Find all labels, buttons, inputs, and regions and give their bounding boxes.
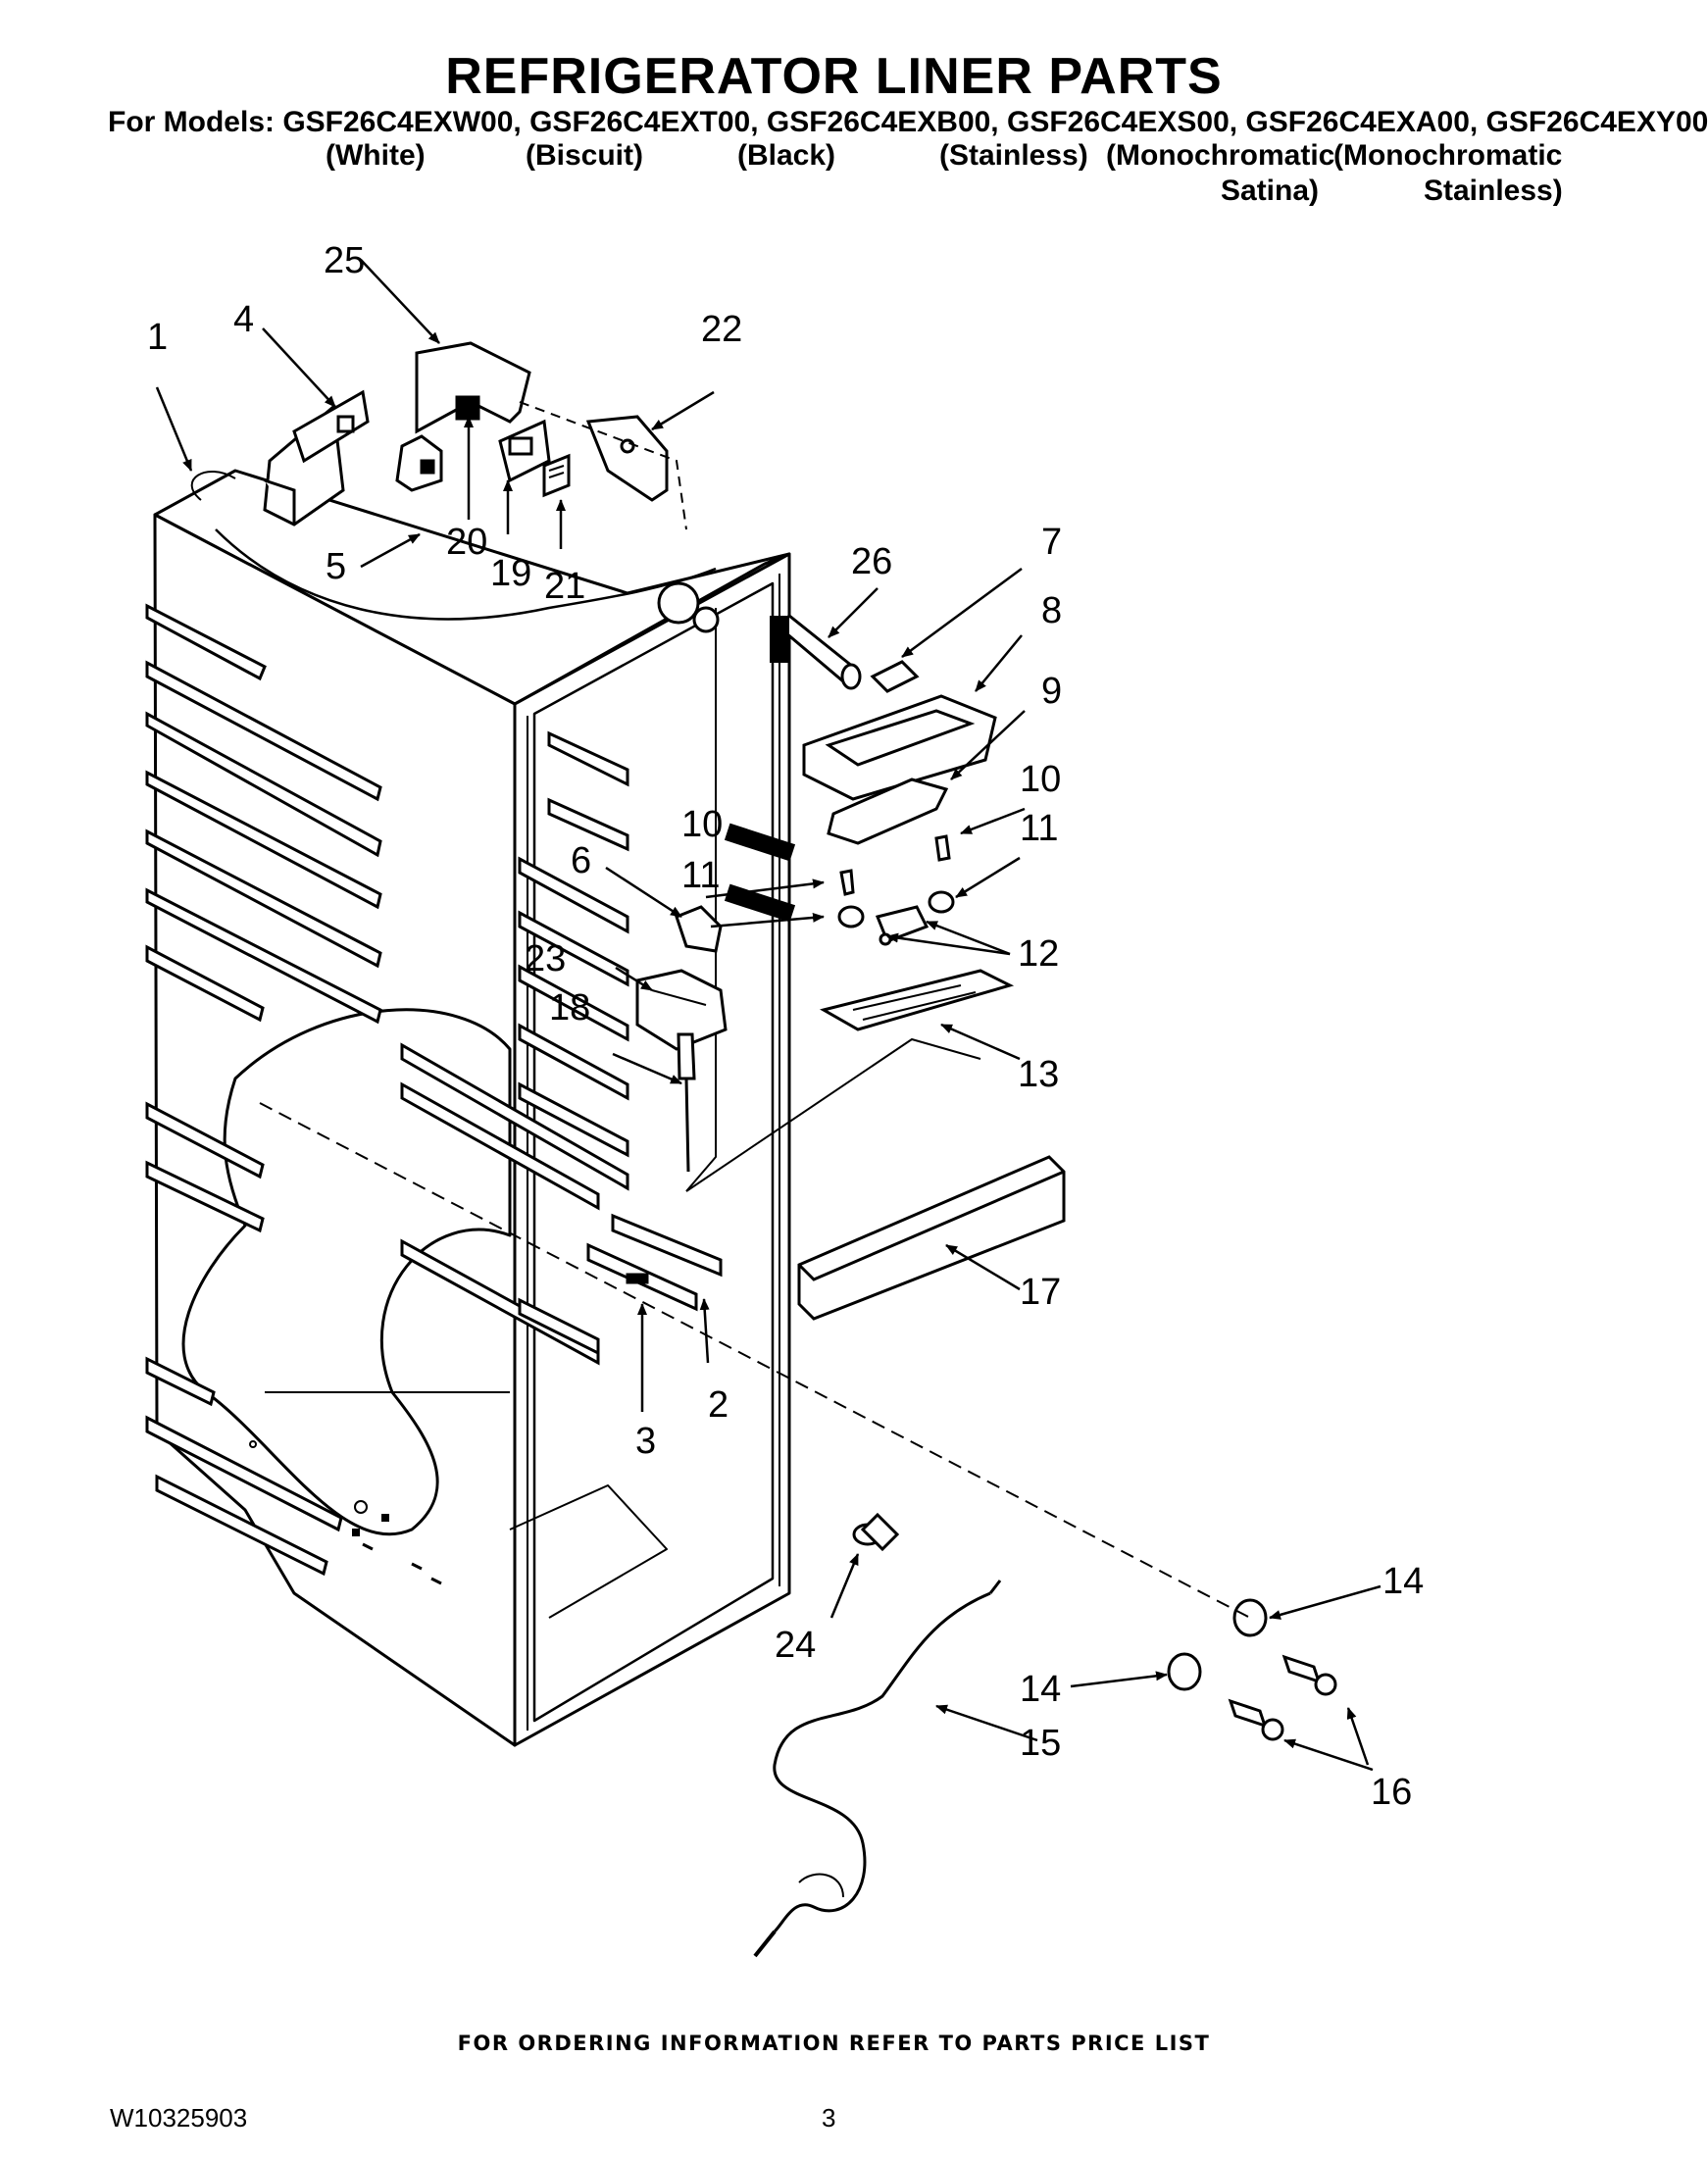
callout-8: 8: [1041, 590, 1062, 631]
part-14-grommets: [1167, 1598, 1268, 1691]
part-26-tube: [777, 613, 862, 690]
mount-dashed-guide: [259, 1102, 1251, 1619]
callout-23: 23: [525, 938, 566, 979]
callout-21: 21: [544, 566, 585, 607]
callout-17: 17: [1020, 1272, 1061, 1313]
part-5-bracket: [395, 434, 443, 492]
callout-19: 19: [490, 553, 531, 594]
variant-monochromatic-stainless-line2: Stainless): [1424, 175, 1563, 207]
callout-3: 3: [635, 1421, 656, 1462]
part-16-screws: [1228, 1654, 1337, 1741]
part-22-bracket: [585, 415, 669, 502]
part-18-probe: [677, 1032, 696, 1173]
callout-15: 15: [1020, 1723, 1061, 1764]
part-17-cover: [797, 1155, 1066, 1321]
part-26-tape: [770, 616, 789, 663]
leader-arrows: [155, 259, 1381, 1772]
page-number: 3: [822, 2103, 836, 2133]
right-wall-shelf-rails: [400, 730, 629, 1366]
left-wall-shelf-rails: [145, 603, 382, 1577]
parts-diagram-page: REFRIGERATOR LINER PARTS For Models: GSF…: [108, 48, 1708, 2133]
liner-side-holes: [249, 1440, 442, 1585]
models-line: For Models: GSF26C4EXW00, GSF26C4EXT00, …: [108, 106, 1708, 138]
callout-20: 20: [446, 522, 487, 563]
part-23-housing: [635, 969, 728, 1051]
part-15-water-tube: [753, 1580, 1002, 1958]
part-8-light-housing: [802, 694, 997, 801]
part-11-sockets: [837, 890, 955, 928]
callout-12: 12: [1018, 933, 1059, 975]
callout-7: 7: [1041, 522, 1062, 563]
ordering-info: FOR ORDERING INFORMATION REFER TO PARTS …: [457, 2032, 1211, 2055]
part-6-bracket: [675, 905, 723, 953]
callout-14-upper: 14: [1382, 1561, 1424, 1602]
part-21-label: [542, 453, 571, 498]
callout-11-left: 11: [681, 855, 720, 896]
part-7-clip: [870, 660, 920, 693]
top-parts-dashed-guide: [519, 401, 687, 530]
callout-26: 26: [851, 541, 892, 582]
part-10-screws: [839, 834, 951, 896]
callout-11-right: 11: [1020, 808, 1058, 849]
exploded-parts-diagram: 1 2 3 4 5 6 7 8 9 10 11 10 11 12 13 14 1…: [145, 240, 1424, 1958]
callout-1: 1: [147, 317, 168, 358]
callout-18: 18: [549, 987, 590, 1029]
document-number: W10325903: [110, 2103, 248, 2133]
callout-22: 22: [701, 309, 742, 350]
part-10-tape: [724, 823, 796, 862]
callout-10-right: 10: [1020, 759, 1061, 800]
back-panel-outline: [685, 1037, 981, 1192]
callout-25: 25: [324, 240, 365, 281]
callout-4: 4: [233, 299, 254, 340]
page-title: REFRIGERATOR LINER PARTS: [445, 48, 1223, 105]
callout-6: 6: [571, 840, 591, 881]
callout-2: 2: [708, 1384, 728, 1426]
callout-16: 16: [1371, 1772, 1412, 1813]
variant-monochromatic-satina-line1: (Monochromatic: [1106, 139, 1335, 172]
part-9-lens: [827, 778, 949, 845]
callout-labels: 1 2 3 4 5 6 7 8 9 10 11 10 11 12 13 14 1…: [147, 240, 1424, 1813]
callout-14-lower: 14: [1020, 1669, 1061, 1710]
part-19-bracket: [498, 419, 551, 483]
callout-13: 13: [1018, 1054, 1059, 1095]
variant-monochromatic-stainless-line1: (Monochromatic: [1333, 139, 1563, 172]
variant-black: (Black): [737, 139, 836, 172]
callout-5: 5: [326, 546, 346, 587]
callout-10-left: 10: [681, 804, 723, 845]
part-25-bracket: [415, 341, 531, 434]
variant-stainless: (Stainless): [939, 139, 1088, 172]
callout-9: 9: [1041, 671, 1062, 712]
callout-24: 24: [775, 1625, 816, 1666]
part-13-cover: [820, 969, 1015, 1031]
part-3-slide: [586, 1242, 698, 1312]
part-4-housing: [263, 389, 370, 527]
part-24-fitting: [852, 1512, 900, 1552]
variant-monochromatic-satina-line2: Satina): [1221, 175, 1320, 207]
part-2-slide: [611, 1213, 723, 1278]
variant-white: (White): [326, 139, 426, 172]
variant-biscuit: (Biscuit): [526, 139, 643, 172]
